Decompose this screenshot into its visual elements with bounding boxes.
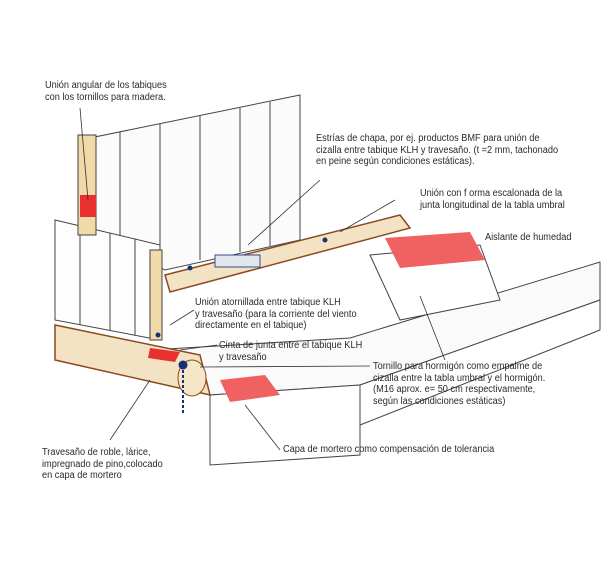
screw-icon [187, 265, 193, 271]
screw-icon [178, 360, 188, 370]
label-metal-strips: Estrías de chapa, por ej. productos BMF … [316, 133, 559, 167]
joint-tape-red [148, 348, 180, 362]
label-moisture-barrier: Aislante de humedad [485, 232, 572, 243]
wall-edge [149, 249, 163, 341]
leader-lines [79, 107, 446, 451]
mortar-seal [220, 375, 280, 402]
sill-beam-back [164, 214, 412, 293]
metal-strip-plate [214, 254, 261, 268]
corner-seal [80, 195, 96, 217]
screw-icon [322, 237, 328, 243]
concrete-slab-front [209, 384, 361, 466]
screw-icon [155, 332, 161, 338]
label-screwed-joint: Unión atornillada entre tabique KLH y tr… [195, 297, 357, 331]
label-concrete-screw: Tornillo para hormigón como empalme de c… [373, 361, 546, 407]
label-sill-beam: Travesaño de roble, lárice, impregnado d… [42, 447, 163, 481]
label-stepped-joint: Unión con f orma escalonada de la junta … [420, 188, 565, 211]
label-corner-joint: Unión angular de los tabiques con los to… [45, 80, 167, 103]
label-joint-tape: Cinta de junta entre el tabique KLH y tr… [219, 340, 363, 363]
label-mortar-layer: Capa de mortero como compensación de tol… [283, 444, 495, 455]
moisture-barrier [385, 232, 485, 268]
concrete-slab-side [359, 299, 601, 426]
sill-beam-front [54, 324, 212, 396]
